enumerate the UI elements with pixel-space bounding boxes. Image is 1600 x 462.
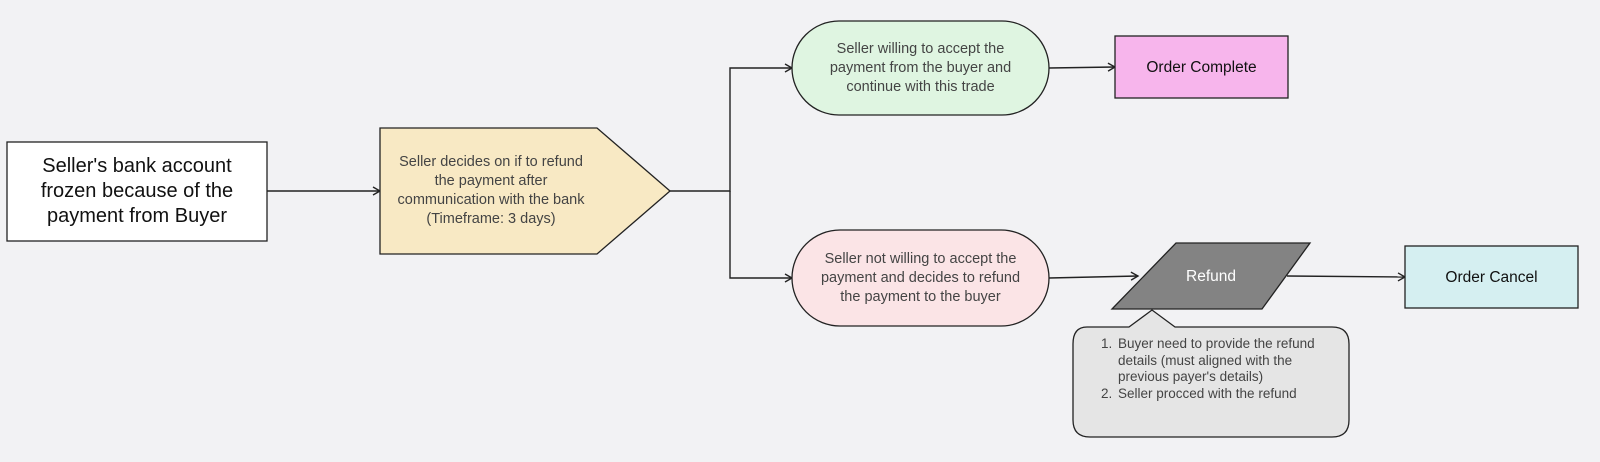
order-complete-box (1114, 35, 1289, 99)
refund-note-callout (1072, 309, 1350, 438)
connector-refund-to-cancel (1286, 272, 1407, 282)
willing-text: Seller willing to accept the payment fro… (829, 40, 1012, 95)
connector-not-willing-to-refund (1048, 271, 1140, 281)
order-complete-text: Order Complete (1146, 58, 1257, 76)
decision-pentagon (379, 127, 671, 255)
connectors (267, 62, 1407, 283)
decision-label: Seller decides on if to refund the payme… (380, 128, 602, 254)
order-cancel-box (1404, 245, 1579, 309)
refund-text: Refund (1186, 267, 1236, 285)
decision-text: Seller decides on if to refund the payme… (397, 154, 585, 227)
order-cancel-text: Order Cancel (1445, 268, 1538, 286)
refund-note-item: Buyer need to provide the refund details… (1116, 336, 1342, 386)
frozen-account-text: Seller's bank account frozen because of … (40, 155, 234, 227)
order-complete-label: Order Complete (1115, 36, 1288, 98)
refund-note: Buyer need to provide the refund details… (1072, 336, 1342, 402)
not-willing-text: Seller not willing to accept the payment… (820, 250, 1021, 305)
not-willing-terminal (791, 229, 1050, 327)
willing-label: Seller willing to accept the payment fro… (792, 21, 1049, 115)
refund-label: Refund (1140, 243, 1282, 309)
connector-decide-to-willing (670, 63, 794, 192)
not-willing-label: Seller not willing to accept the payment… (792, 230, 1049, 326)
connector-willing-to-complete (1048, 62, 1117, 72)
frozen-account-label: Seller's bank account frozen because of … (7, 142, 267, 241)
refund-note-item: Seller procced with the refund (1116, 386, 1342, 403)
willing-terminal (791, 20, 1050, 116)
order-cancel-label: Order Cancel (1405, 246, 1578, 308)
refund-note-list: Buyer need to provide the refund details… (1072, 336, 1342, 402)
frozen-account-box (6, 141, 268, 242)
connector-decide-to-not-willing (729, 191, 794, 283)
refund-parallelogram (1110, 242, 1312, 310)
